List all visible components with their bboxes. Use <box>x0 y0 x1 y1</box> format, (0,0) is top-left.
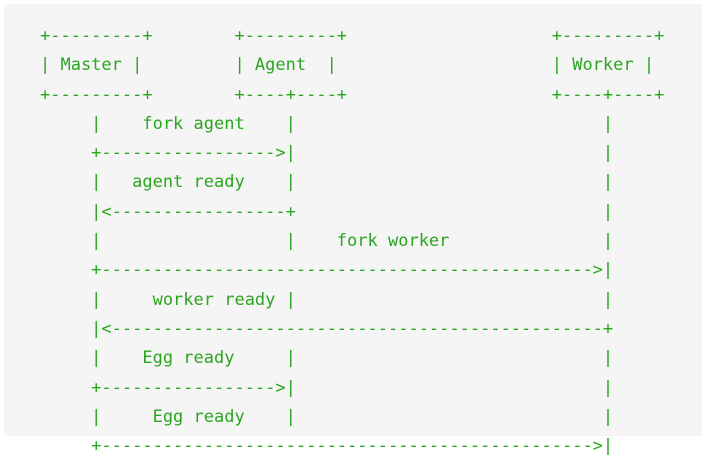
diagram-canvas: +---------+ +---------+ +---------+ | Ma… <box>4 4 702 456</box>
ascii-sequence-diagram: +---------+ +---------+ +---------+ | Ma… <box>40 26 665 457</box>
